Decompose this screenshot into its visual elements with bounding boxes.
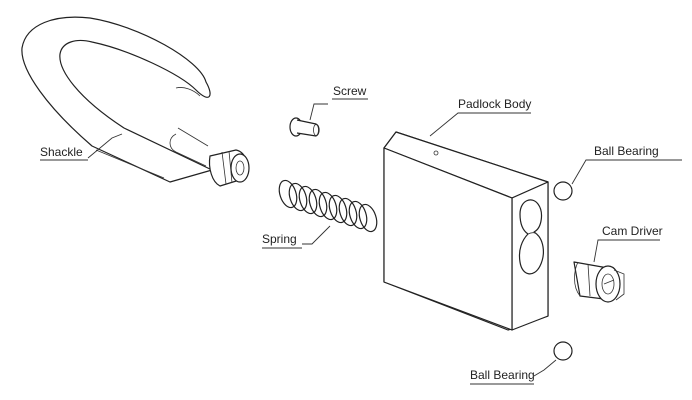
- label-cam-driver: Cam Driver: [602, 224, 663, 238]
- screw-leader: [309, 103, 328, 121]
- spring-leader: [302, 225, 331, 245]
- spring-part: [278, 179, 378, 233]
- shackle-leader: [87, 133, 123, 159]
- label-ball-bearing-top: Ball Bearing: [594, 144, 659, 158]
- cam-driver-leader: [593, 239, 604, 263]
- label-shackle: Shackle: [40, 145, 83, 159]
- label-spring: Spring: [262, 232, 297, 246]
- screw-part: [289, 117, 320, 137]
- label-screw: Screw: [333, 84, 367, 98]
- ball-bearing-bottom-part: [553, 341, 573, 361]
- cam-driver-part: [573, 261, 625, 303]
- ball-bearing-top-leader: [571, 159, 594, 185]
- label-padlock-body: Padlock Body: [458, 97, 531, 111]
- shackle-part: [21, 16, 250, 187]
- label-ball-bearing-bottom: Ball Bearing: [470, 368, 535, 382]
- ball-bearing-bottom-leader: [533, 359, 557, 377]
- padlock-body-part: [383, 131, 549, 331]
- padlock-body-leader: [429, 112, 464, 137]
- ball-bearing-top-part: [553, 181, 573, 201]
